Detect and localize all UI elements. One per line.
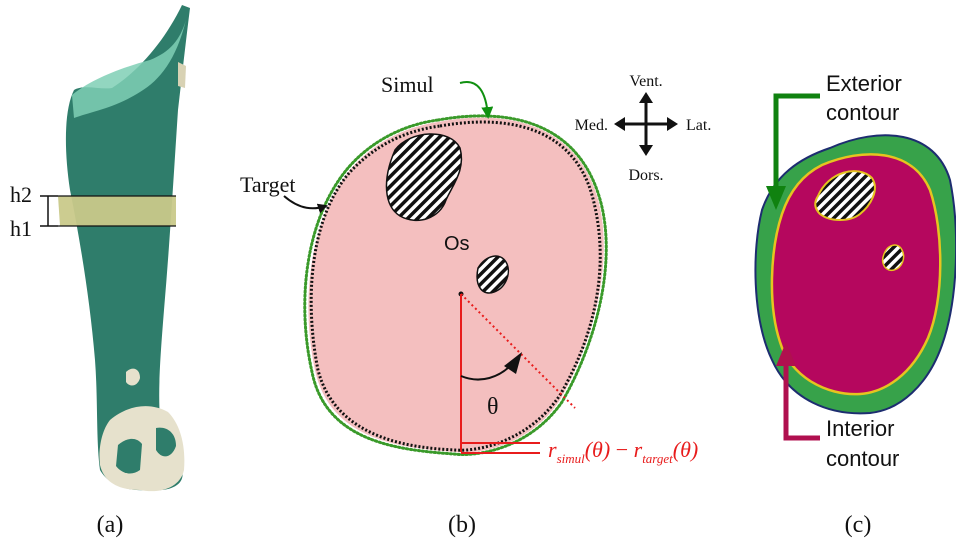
label-interior-2: contour	[826, 446, 899, 471]
label-theta: θ	[487, 394, 499, 420]
panel-a-leg-model	[40, 5, 190, 492]
label-os: Os	[444, 233, 470, 255]
error-formula: rsimul(θ) − rtarget(θ)	[548, 437, 698, 466]
label-exterior-1: Exterior	[826, 71, 902, 96]
measurement-band	[58, 196, 176, 226]
foot-patch-green	[116, 438, 142, 474]
orientation-compass	[614, 92, 678, 156]
target-pointer	[283, 195, 328, 214]
label-target: Target	[240, 172, 295, 197]
bone-small-c	[882, 244, 905, 272]
mid-patch	[126, 368, 140, 386]
panel-c-section	[754, 93, 956, 441]
interior-arrow	[783, 364, 820, 441]
bone-small	[476, 255, 510, 294]
caption-a: (a)	[97, 512, 124, 538]
target-contour	[309, 120, 602, 452]
simul-contour	[303, 114, 608, 456]
compass-dorsal: Dors.	[628, 167, 663, 184]
leg-highlight-right	[178, 62, 186, 88]
leg-highlight	[72, 20, 186, 118]
label-simul: Simul	[381, 72, 434, 97]
panel-b-contour-diagram	[283, 81, 678, 456]
exterior-arrow	[773, 93, 820, 188]
compass-lateral: Lat.	[686, 117, 711, 134]
error-band	[308, 117, 604, 453]
angle-radius	[460, 293, 576, 409]
caption-c: (c)	[845, 512, 872, 538]
label-exterior-2: contour	[826, 100, 899, 125]
simul-pointer	[459, 81, 494, 119]
compass-ventral: Vent.	[629, 73, 662, 90]
compass-medial: Med.	[575, 117, 608, 134]
interior-region	[770, 153, 942, 396]
leg-model-body	[65, 5, 190, 491]
label-interior-1: Interior	[826, 416, 894, 441]
foot-patch-green-2	[156, 427, 176, 457]
bone-large	[385, 133, 463, 221]
bone-large-c	[814, 170, 876, 221]
label-h1: h1	[10, 216, 32, 241]
label-h2: h2	[10, 182, 32, 207]
caption-b: (b)	[448, 512, 476, 538]
